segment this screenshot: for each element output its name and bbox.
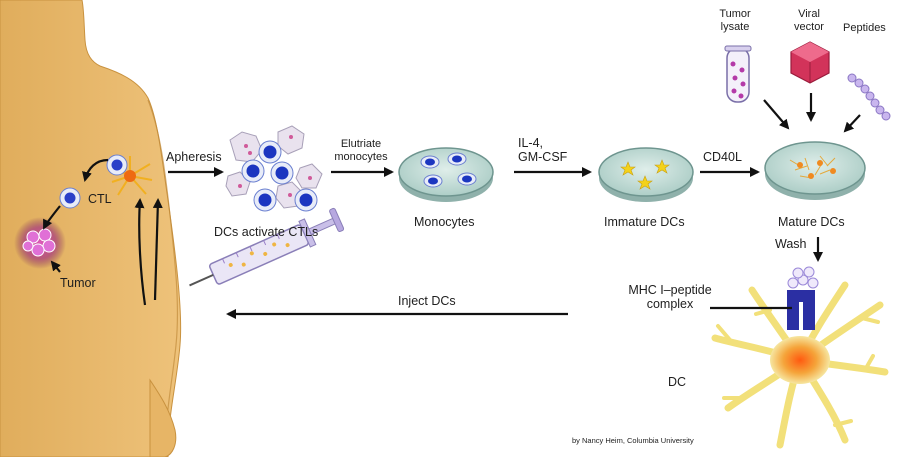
tumor-cell-cluster <box>14 217 66 269</box>
label-dc: DC <box>668 375 687 389</box>
label-monocytes: Monocytes <box>414 215 475 229</box>
credit-text: by Nancy Heim, Columbia University <box>572 436 694 445</box>
label-ctl: CTL <box>88 192 112 206</box>
ctl-cell-upper <box>106 154 128 176</box>
label-dcs-activate-ctls: DCs activate CTLs <box>214 225 319 239</box>
syringe-illustration <box>189 207 345 287</box>
mature-dendritic-cell <box>711 281 889 449</box>
label-elutriate-monocytes: Elutriate monocytes <box>334 138 388 163</box>
label-immature-dcs: Immature DCs <box>604 215 685 229</box>
monocytes-dish <box>398 147 494 202</box>
label-peptides: Peptides <box>843 22 886 34</box>
viral-vector-icon <box>790 41 830 84</box>
mhc-peptide-receptor <box>787 266 819 330</box>
tumor-lysate-tube <box>724 45 752 103</box>
peptides-chain-icon <box>847 73 891 121</box>
label-il4-gmcsf: IL-4, GM-CSF <box>518 136 568 164</box>
label-mature-dcs: Mature DCs <box>778 215 845 229</box>
label-wash: Wash <box>775 237 807 251</box>
label-inject-dcs: Inject DCs <box>398 294 456 308</box>
lymph-dc-icon <box>109 156 153 196</box>
label-apheresis: Apheresis <box>166 150 222 164</box>
label-viral-vector: Viral vector <box>794 8 824 33</box>
immature-dcs-dish <box>598 147 694 202</box>
label-cd40l: CD40L <box>703 150 742 164</box>
label-mhc-peptide-complex: MHC I–peptide complex <box>628 283 712 311</box>
mature-dcs-dish <box>764 141 866 200</box>
label-tumor: Tumor <box>60 276 96 290</box>
ctl-cell <box>59 187 81 209</box>
label-tumor-lysate: Tumor lysate <box>719 8 751 33</box>
process-arrows <box>168 93 861 319</box>
dc-ctl-cell-cluster <box>225 125 323 212</box>
body-arrows <box>43 158 163 306</box>
human-body-illustration <box>0 0 182 457</box>
